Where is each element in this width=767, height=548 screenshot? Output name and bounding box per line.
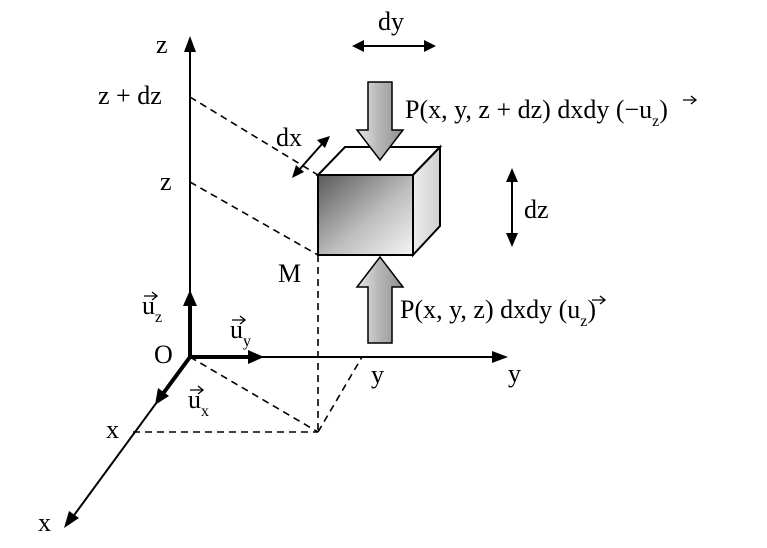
bottom-pressure-force-arrow xyxy=(355,255,405,344)
dy-label: dy xyxy=(378,7,404,36)
svg-text:u: u xyxy=(188,385,201,414)
fluid-element-cube xyxy=(315,144,443,258)
uz-arrowhead xyxy=(183,290,197,306)
y-axis-arrowhead xyxy=(492,351,508,363)
z-tick-label: z xyxy=(160,167,172,196)
dx-dimension-line xyxy=(298,143,323,171)
dimension-arrows xyxy=(292,40,518,247)
dy-arrowhead-right xyxy=(424,40,436,52)
svg-text:x: x xyxy=(201,403,209,420)
z-axis-arrowhead xyxy=(184,36,196,52)
z-plus-dz-tick-label: z + dz xyxy=(98,81,162,110)
point-m-label: M xyxy=(278,259,301,288)
origin-label: O xyxy=(154,340,173,369)
svg-text:P(x, y, z + dz) dxdy (−uz): P(x, y, z + dz) dxdy (−uz) xyxy=(405,95,668,130)
uy-arrowhead xyxy=(248,350,264,364)
dx-label: dx xyxy=(276,123,302,152)
svg-text:P(x, y, z) dxdy (uz): P(x, y, z) dxdy (uz) xyxy=(400,295,596,330)
y-projection xyxy=(317,356,363,433)
x-axis-arrowhead xyxy=(64,511,79,528)
ux-vector xyxy=(160,355,192,397)
force-arrows xyxy=(355,81,405,344)
x-tick-label: x xyxy=(106,415,119,444)
x-axis-label: x xyxy=(38,508,51,537)
z-axis-label: z xyxy=(156,30,168,59)
svg-text:y: y xyxy=(243,333,251,350)
dx-arrowhead-upper xyxy=(317,136,330,148)
ux-label: u x xyxy=(188,385,209,420)
bottom-force-uz-arrow-icon xyxy=(592,295,607,305)
y-axis-label: y xyxy=(508,359,521,388)
dy-arrowhead-left xyxy=(352,40,364,52)
unit-vectors xyxy=(155,290,264,405)
uz-vector-arrow-icon xyxy=(144,291,159,301)
labels: z y x O z + dz z y x M u z u y u x dy dx… xyxy=(38,7,698,537)
ux-arrowhead xyxy=(155,388,169,405)
svg-text:u: u xyxy=(142,291,155,320)
top-force-expression: P(x, y, z + dz) dxdy (−uz) xyxy=(405,95,698,130)
y-tick-label: y xyxy=(371,360,384,389)
uy-label: u y xyxy=(230,315,251,350)
projection-lines xyxy=(133,96,363,433)
uy-vector-arrow-icon xyxy=(232,315,247,325)
z-plus-dz-projection xyxy=(189,96,319,176)
svg-text:z: z xyxy=(155,309,162,326)
dz-label: dz xyxy=(524,195,549,224)
diagonal-projection xyxy=(189,356,319,433)
ux-vector-arrow-icon xyxy=(190,385,205,395)
z-projection xyxy=(189,181,319,256)
dx-arrowhead-lower xyxy=(292,165,304,178)
cube-front-face xyxy=(317,174,414,256)
dz-arrowhead-bottom xyxy=(506,233,518,247)
dz-arrowhead-top xyxy=(506,168,518,182)
bottom-force-expression: P(x, y, z) dxdy (uz) xyxy=(400,295,607,330)
svg-text:u: u xyxy=(230,315,243,344)
top-pressure-force-arrow xyxy=(355,81,405,162)
uz-label: u z xyxy=(142,291,162,326)
top-force-uz-arrow-icon xyxy=(683,95,698,105)
